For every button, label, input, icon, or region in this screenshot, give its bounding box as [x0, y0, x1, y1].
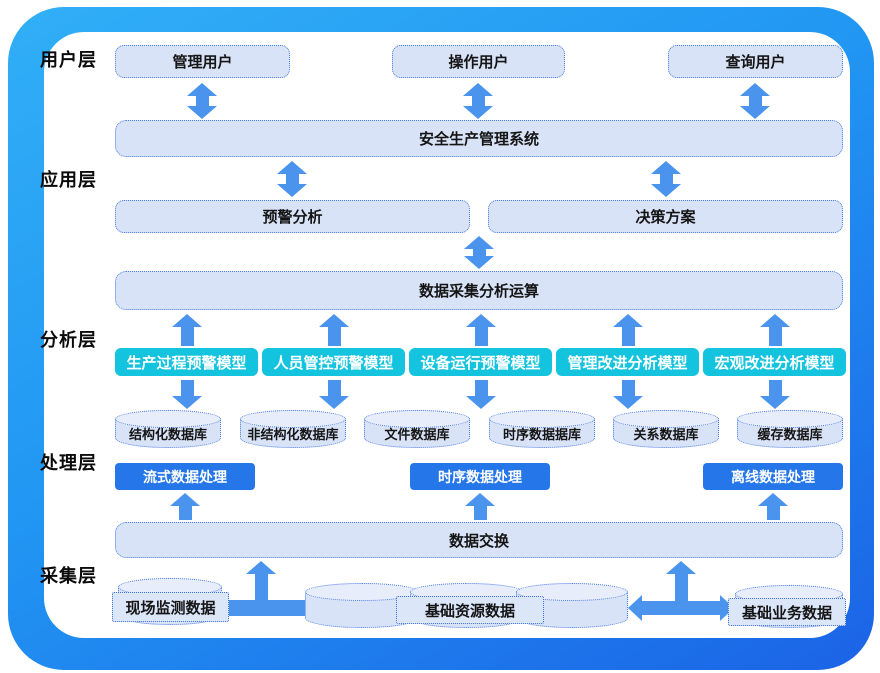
- db-file[interactable]: 文件数据库: [364, 410, 470, 448]
- arrow-exchange-offline: [758, 493, 788, 520]
- node-site-monitor-data[interactable]: 现场监测数据: [112, 592, 229, 622]
- arrow-model1-up: [172, 314, 202, 346]
- db-structured[interactable]: 结构化数据库: [115, 410, 221, 448]
- layer-label-user: 用户层: [40, 50, 97, 70]
- arrow-system-decision: [651, 161, 681, 197]
- layer-label-application: 应用层: [40, 170, 97, 190]
- node-basic-business-data[interactable]: 基础业务数据: [728, 598, 846, 626]
- arrow-admin-system: [187, 83, 217, 119]
- db-label: 非结构化数据库: [247, 426, 339, 442]
- db-label: 文件数据库: [384, 426, 450, 442]
- arrow-monitor-exchange: [246, 561, 276, 606]
- layer-label-collection: 采集层: [40, 566, 97, 586]
- db-relational[interactable]: 关系数据库: [613, 410, 719, 448]
- cylinder-top: [364, 410, 470, 428]
- arrow-model3-down: [466, 380, 496, 409]
- arrow-model5-up: [760, 314, 790, 346]
- node-stream-processing[interactable]: 流式数据处理: [115, 463, 255, 490]
- node-macro-analysis-model[interactable]: 宏观改进分析模型: [703, 348, 846, 376]
- cylinder-top: [516, 583, 628, 601]
- arrow-operator-system: [463, 83, 493, 119]
- cylinder-top: [489, 410, 595, 428]
- arrow-model1-down: [172, 380, 202, 409]
- node-production-warning-model[interactable]: 生产过程预警模型: [115, 348, 258, 376]
- cylinder-top: [115, 410, 221, 428]
- layer-label-analysis: 分析层: [40, 330, 97, 350]
- arrow-model5-down: [760, 380, 790, 409]
- arrow-model2-up: [319, 314, 349, 346]
- node-warning-analysis[interactable]: 预警分析: [115, 200, 470, 233]
- arrow-resource-business: [628, 595, 734, 621]
- node-timeseries-processing[interactable]: 时序数据处理: [410, 463, 550, 490]
- node-offline-processing[interactable]: 离线数据处理: [703, 463, 843, 490]
- arrow-model4-down: [613, 380, 643, 409]
- node-management-analysis-model[interactable]: 管理改进分析模型: [556, 348, 699, 376]
- node-basic-resource-data[interactable]: 基础资源数据: [396, 596, 544, 624]
- db-timeseries[interactable]: 时序数据据库: [489, 410, 595, 448]
- node-safety-management-system[interactable]: 安全生产管理系统: [115, 120, 843, 157]
- arrow-query-system: [740, 83, 770, 119]
- db-label: 缓存数据库: [757, 426, 823, 442]
- arrow-system-warning: [277, 161, 307, 197]
- node-admin-user[interactable]: 管理用户: [115, 45, 290, 78]
- arrow-exchange-stream: [170, 493, 200, 520]
- arrow-model4-up: [613, 314, 643, 346]
- arrow-model3-up: [466, 314, 496, 346]
- node-query-user[interactable]: 查询用户: [668, 45, 843, 78]
- db-label: 关系数据库: [633, 426, 699, 442]
- node-operator-user[interactable]: 操作用户: [392, 45, 565, 78]
- arrow-app-compute: [464, 236, 494, 269]
- node-data-collection-compute[interactable]: 数据采集分析运算: [115, 271, 843, 310]
- layer-label-processing: 处理层: [40, 453, 97, 473]
- arrow-business-exchange: [666, 561, 696, 606]
- db-label: 时序数据据库: [502, 426, 581, 442]
- db-label: 结构化数据库: [128, 426, 207, 442]
- connector-monitor-resource: [226, 600, 308, 616]
- node-equipment-warning-model[interactable]: 设备运行预警模型: [409, 348, 552, 376]
- node-decision-plan[interactable]: 决策方案: [488, 200, 843, 233]
- arrow-model2-down: [319, 380, 349, 409]
- db-unstructured[interactable]: 非结构化数据库: [240, 410, 346, 448]
- cylinder-top: [737, 410, 843, 428]
- node-data-exchange[interactable]: 数据交换: [115, 522, 843, 558]
- cylinder-top: [613, 410, 719, 428]
- arrow-exchange-timeseries: [465, 493, 495, 520]
- node-personnel-warning-model[interactable]: 人员管控预警模型: [262, 348, 405, 376]
- cylinder-top: [240, 410, 346, 428]
- db-cache[interactable]: 缓存数据库: [737, 410, 843, 448]
